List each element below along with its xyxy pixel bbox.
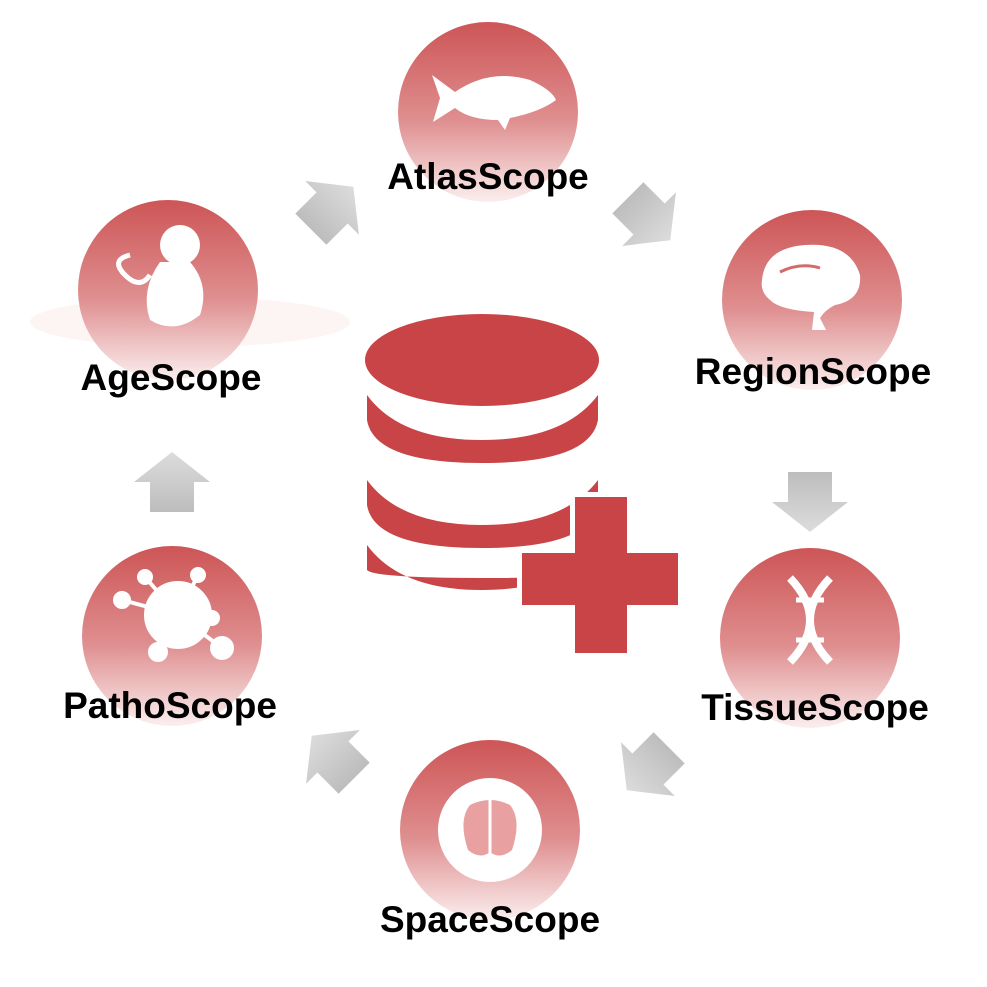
arrow-patho-to-age	[134, 452, 210, 512]
arrow-tissue-to-space	[599, 720, 697, 818]
node-label-space[interactable]: SpaceScope	[379, 899, 601, 940]
node-label-tissue[interactable]: TissueScope	[701, 687, 929, 728]
embryo-icon	[116, 225, 204, 327]
node-label-patho[interactable]: PathoScope	[63, 685, 277, 726]
fish-icon	[432, 75, 556, 130]
brain-icon	[761, 244, 861, 330]
arrow-age-to-atlas	[283, 159, 381, 257]
node-label-age[interactable]: AgeScope	[80, 357, 262, 398]
database-plus-icon	[365, 314, 683, 658]
node-label-atlas[interactable]: AtlasScope	[387, 156, 589, 197]
virus-icon	[113, 567, 234, 662]
arrow-space-to-patho	[284, 708, 382, 806]
arrow-atlas-to-region	[600, 170, 698, 268]
brain-organ-icon	[438, 778, 542, 882]
arrow-region-to-tissue	[772, 472, 848, 532]
dna-icon	[787, 575, 833, 665]
node-label-region[interactable]: RegionScope	[694, 351, 932, 392]
